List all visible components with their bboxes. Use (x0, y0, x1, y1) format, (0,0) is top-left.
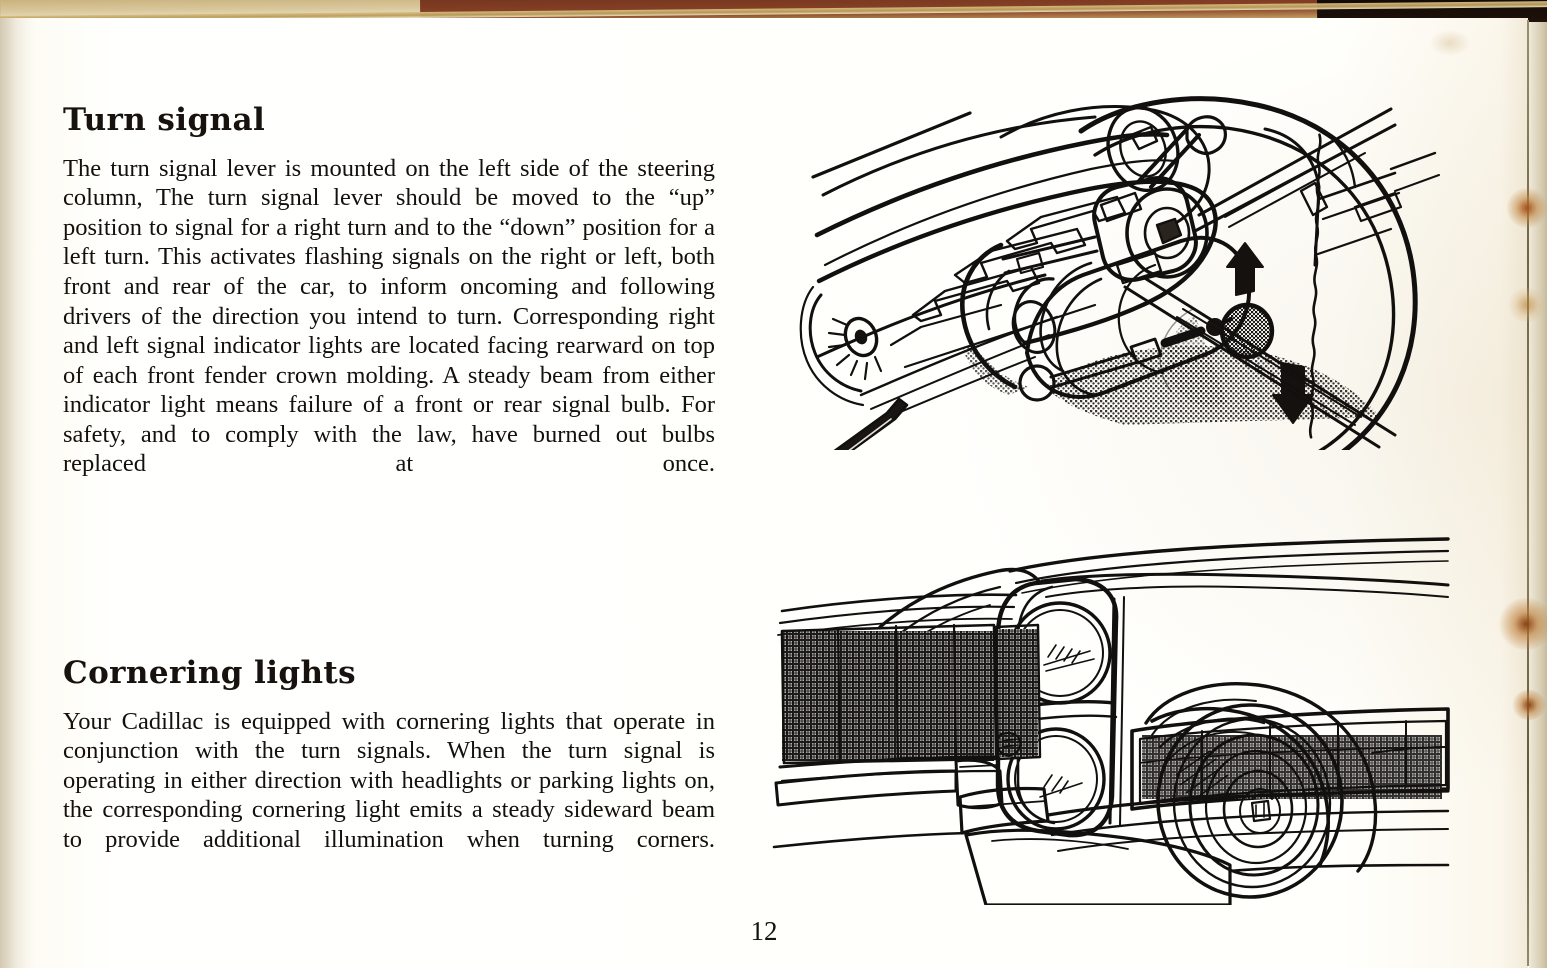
heading-body-gap (63, 690, 715, 707)
section-body-turn-signal: The turn signal lever is mounted on the … (63, 154, 715, 478)
cornering-light-illustration (760, 535, 1450, 905)
paper-sheet (0, 18, 1528, 968)
turn-signal-illustration (795, 95, 1445, 450)
gutter-shadow (0, 18, 34, 968)
section-body-cornering-lights: Your Cadillac is equipped with cornering… (63, 707, 715, 853)
section-cornering-lights: Cornering lights Your Cadillac is equipp… (63, 657, 715, 884)
page-block-edge (1529, 22, 1547, 968)
page-fore-edge-line (1527, 20, 1529, 966)
section-heading-cornering-lights: Cornering lights (63, 655, 356, 691)
heading-body-gap (63, 137, 715, 154)
page-number: 12 (750, 916, 778, 946)
section-turn-signal: Turn signal The turn signal lever is mou… (63, 104, 715, 509)
section-heading-turn-signal: Turn signal (63, 102, 266, 138)
